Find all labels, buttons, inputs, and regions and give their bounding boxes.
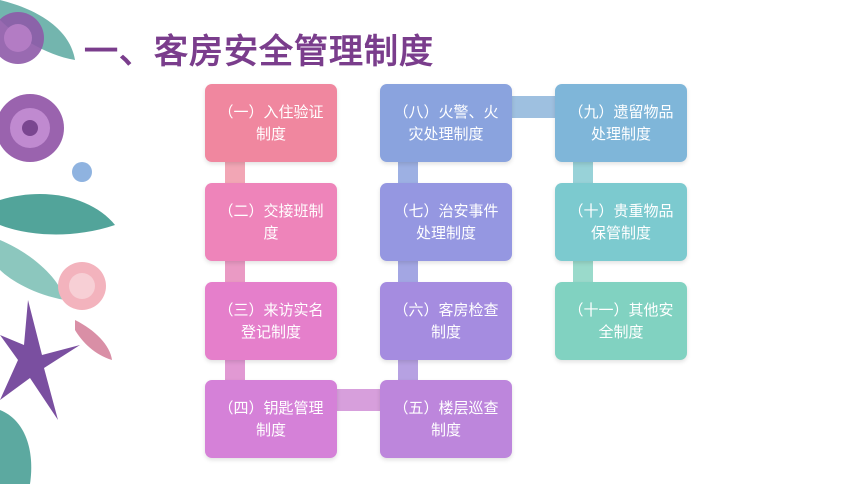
small-flower-icon — [72, 162, 92, 182]
floral-decoration — [0, 0, 115, 484]
connector — [398, 160, 418, 185]
connector — [398, 358, 418, 382]
connector — [335, 389, 382, 411]
connector — [398, 259, 418, 284]
flow-node-5: （五）楼层巡查制度 — [380, 380, 512, 458]
flow-node-1: （一）入住验证制度 — [205, 84, 337, 162]
page-title: 一、客房安全管理制度 — [84, 32, 434, 72]
leaf-icon — [0, 240, 65, 300]
flow-node-3: （三）来访实名登记制度 — [205, 282, 337, 360]
connector — [573, 160, 593, 185]
flow-node-8: （八）火警、火灾处理制度 — [380, 84, 512, 162]
connector — [225, 358, 245, 382]
flow-node-4: （四）钥匙管理制度 — [205, 380, 337, 458]
leaf-icon — [0, 410, 32, 484]
connector — [225, 259, 245, 284]
connector — [225, 160, 245, 185]
connector — [510, 96, 557, 118]
leaf-icon — [0, 194, 115, 235]
flow-node-6: （六）客房检查制度 — [380, 282, 512, 360]
flow-node-9: （九）遗留物品处理制度 — [555, 84, 687, 162]
connector — [573, 259, 593, 284]
flow-node-2: （二）交接班制度 — [205, 183, 337, 261]
flow-node-7: （七）治安事件处理制度 — [380, 183, 512, 261]
flow-node-11: （十一）其他安全制度 — [555, 282, 687, 360]
leaf-icon — [75, 320, 112, 360]
flow-node-10: （十）贵重物品保管制度 — [555, 183, 687, 261]
lily-icon — [0, 300, 80, 420]
